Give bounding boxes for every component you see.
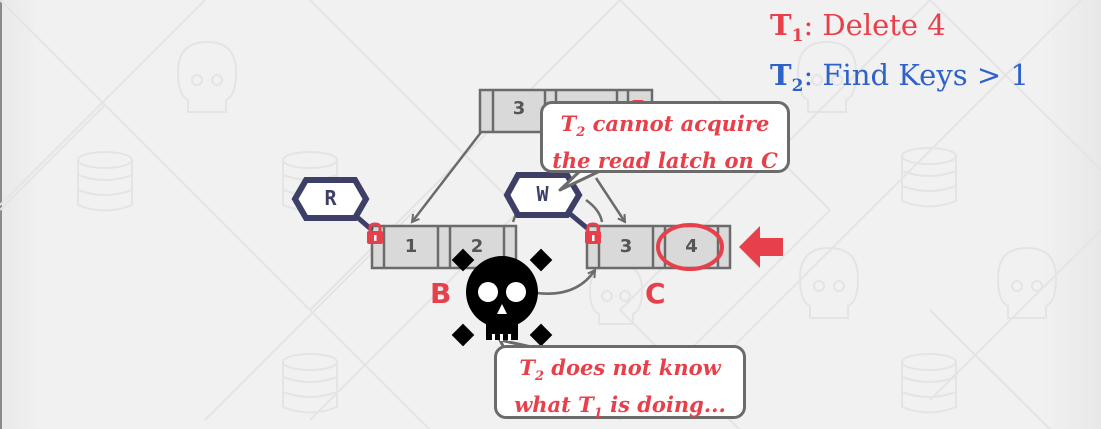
skull-outline-icon xyxy=(996,246,1058,319)
skull-outline-icon xyxy=(796,40,858,113)
red-arrow-left-icon xyxy=(739,226,783,268)
read-latch-badge xyxy=(291,177,374,232)
database-icon xyxy=(282,353,338,414)
node-b-label: B xyxy=(430,277,452,310)
highlight-key-4-circle xyxy=(656,223,724,271)
slide-left-edge xyxy=(0,0,2,429)
slide-left-shade xyxy=(2,0,42,429)
node-c-key-1: 3 xyxy=(619,236,633,257)
root-key-1: 3 xyxy=(512,98,526,119)
node-b-key-1: 1 xyxy=(404,236,418,257)
edge-root-to-c xyxy=(594,177,625,222)
skull-crossbones-icon xyxy=(451,248,553,347)
node-c-key-2: 4 xyxy=(685,236,698,257)
skull-outline-icon xyxy=(588,262,644,325)
edge-w-to-c xyxy=(585,198,604,223)
transaction-legend: T1: Delete 4 T2: Find Keys > 1 xyxy=(770,6,1029,106)
database-icon xyxy=(901,147,957,208)
legend-t2: T2: Find Keys > 1 xyxy=(770,58,1029,96)
write-latch-label: W xyxy=(536,182,549,206)
lock-icon xyxy=(367,222,383,244)
database-icon xyxy=(77,151,133,212)
database-icon xyxy=(901,353,957,414)
read-latch-label: R xyxy=(324,186,337,210)
skull-outline-icon xyxy=(798,246,860,319)
edge-skull-to-c xyxy=(529,270,595,295)
node-b-key-2: 2 xyxy=(470,236,484,257)
callout-does-not-know: T2 does not know what T1 is doing... xyxy=(494,345,746,421)
callout-cannot-acquire: T2 cannot acquire the read latch on C xyxy=(540,101,790,173)
edge-root-to-b xyxy=(412,130,483,222)
skull-outline-icon xyxy=(176,40,238,113)
legend-t1: T1: Delete 4 xyxy=(770,8,946,46)
lock-icon xyxy=(585,222,601,244)
node-c xyxy=(585,223,732,271)
write-latch-badge xyxy=(503,172,589,230)
node-c-label: C xyxy=(645,277,666,310)
slide-right-shade xyxy=(1041,0,1101,429)
